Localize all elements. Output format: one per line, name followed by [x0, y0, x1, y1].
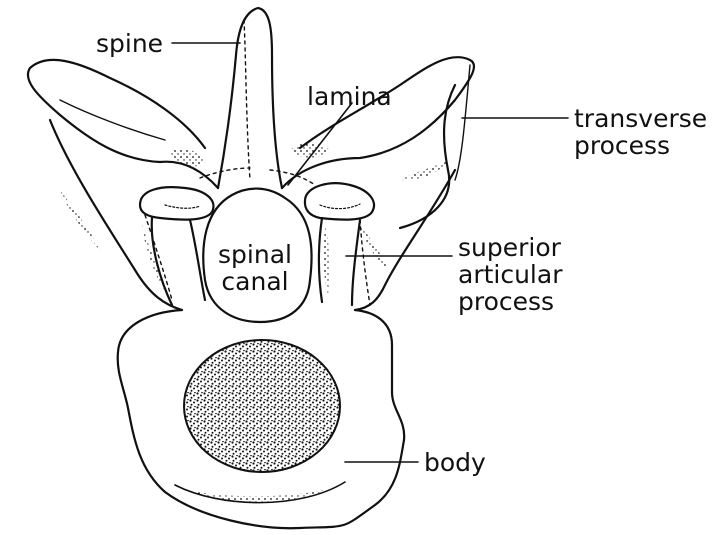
label-spinal-line-1: spinal — [215, 241, 295, 268]
label-transverse-process: transverse process — [574, 105, 707, 159]
label-spinal-line-2: canal — [215, 268, 295, 295]
label-superior-line-1: superior — [458, 234, 562, 261]
label-lamina: lamina — [307, 83, 392, 110]
label-superior-line-3: process — [458, 288, 562, 315]
left-superior-articular-facet — [140, 187, 213, 219]
label-spinal-canal: spinal canal — [215, 241, 295, 295]
right-superior-articular-facet — [305, 183, 374, 219]
spinous-process-outline — [218, 8, 282, 188]
leader-lamina — [288, 103, 352, 185]
label-transverse-line-1: transverse — [574, 105, 707, 132]
label-superior-articular-process: superior articular process — [458, 234, 562, 315]
left-transverse-process — [28, 60, 218, 188]
label-superior-line-2: articular — [458, 261, 562, 288]
label-transverse-line-2: process — [574, 132, 707, 159]
label-body: body — [424, 449, 486, 476]
label-spine: spine — [96, 30, 163, 57]
